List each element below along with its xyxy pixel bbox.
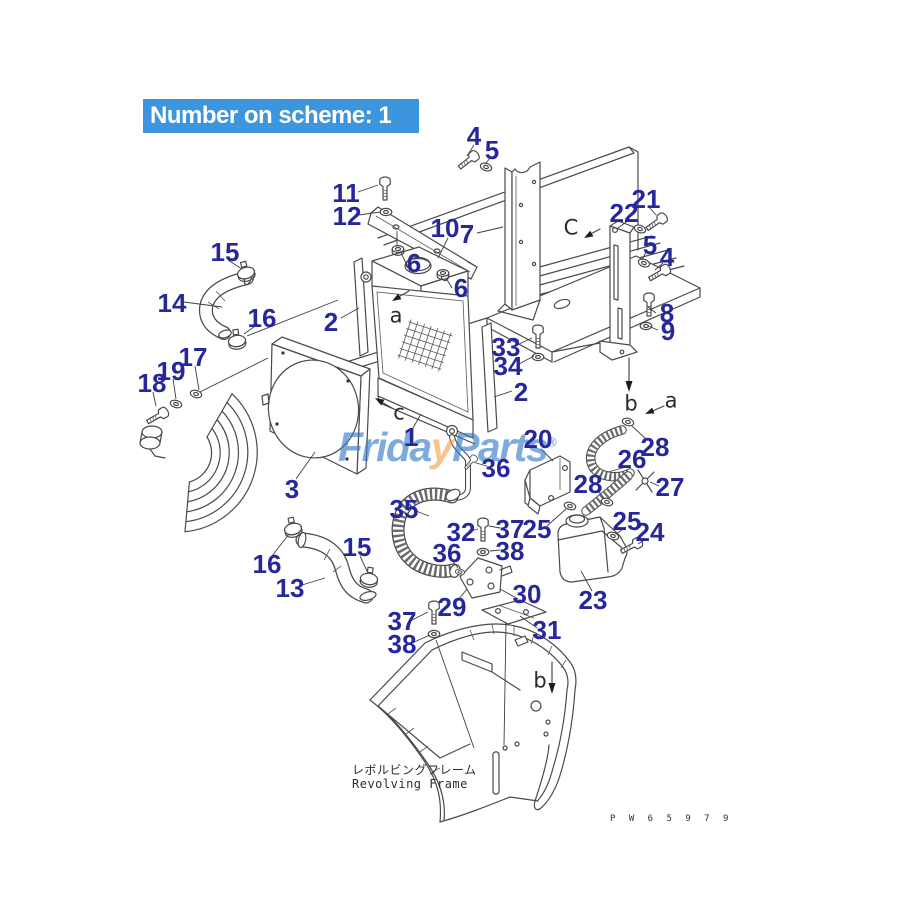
callout-22: 22: [609, 198, 639, 228]
callout-37: 37: [387, 606, 417, 636]
leader-lines: [152, 144, 664, 749]
callout-20: 20: [523, 424, 553, 454]
view-arrows: [375, 228, 665, 694]
callout-36: 36: [481, 453, 511, 483]
callout-14: 14: [157, 288, 187, 318]
callout-28: 28: [640, 432, 670, 462]
scheme-number-text: Number on scheme: 1: [150, 102, 392, 129]
callout-37: 37: [495, 514, 525, 544]
callout-19: 19: [156, 356, 186, 386]
scheme-number-banner: Number on scheme: 1: [143, 99, 419, 133]
callout-15: 15: [342, 532, 372, 562]
callout-34: 34: [493, 351, 523, 381]
callout-9: 9: [660, 316, 676, 346]
reserve-hose-drawing: [391, 434, 471, 578]
callout-31: 31: [532, 615, 562, 645]
frame-caption-en: Revolving Frame: [352, 777, 468, 791]
callout-21: 21: [631, 184, 661, 214]
radiator-drawing: [353, 246, 498, 445]
callout-6: 6: [406, 248, 422, 278]
tank-bracket-drawing: [524, 455, 571, 515]
callout-7: 7: [459, 219, 475, 249]
callout-2: 2: [323, 307, 339, 337]
side-bracket-drawing: [599, 220, 638, 361]
mount-bracket-drawing: [459, 557, 547, 625]
callout-11: 11: [332, 178, 360, 208]
callout-3: 3: [284, 474, 300, 504]
fan-guard-drawing: [139, 393, 258, 533]
frame-caption-jp: レボルビングフレーム: [352, 763, 477, 777]
callout-38: 38: [495, 536, 525, 566]
fan-shroud-drawing: [261, 336, 371, 475]
callout-5: 5: [484, 135, 500, 165]
callout-24: 24: [635, 517, 665, 547]
callout-6: 6: [453, 273, 469, 303]
callout-16: 16: [252, 549, 282, 579]
callout-33: 33: [491, 332, 521, 362]
callout-1: 1: [403, 422, 419, 452]
callout-8: 8: [659, 298, 675, 328]
callout-26: 26: [617, 444, 647, 474]
callout-2: 2: [513, 377, 529, 407]
callout-10: 10: [430, 213, 460, 243]
radiator-post-drawing: [497, 161, 541, 321]
callout-13: 13: [275, 573, 305, 603]
callout-32: 32: [446, 517, 476, 547]
callout-15: 15: [210, 237, 240, 267]
callout-28: 28: [573, 469, 603, 499]
corrugated-hose-drawing: [581, 425, 655, 516]
view-letter-c: c: [393, 400, 405, 425]
lower-hose-drawing: [295, 531, 377, 604]
view-letter-C: C: [563, 215, 579, 240]
callout-23: 23: [578, 585, 608, 615]
callout-27: 27: [655, 472, 685, 502]
callout-12: 12: [332, 201, 362, 231]
callout-25: 25: [612, 506, 642, 536]
view-letter-a: a: [389, 303, 403, 328]
callout-36: 36: [432, 538, 462, 568]
callout-35: 35: [389, 494, 419, 524]
callout-4: 4: [466, 121, 482, 151]
top-plate-drawing: [367, 206, 478, 280]
frame-caption: レボルビングフレーム Revolving Frame: [352, 763, 477, 791]
callout-25: 25: [522, 514, 552, 544]
view-letter-b: b: [624, 391, 638, 416]
callout-5: 5: [642, 230, 658, 260]
view-letter-a: a: [664, 388, 678, 413]
drawing-code: P W 6 5 9 7 9: [610, 814, 733, 824]
callout-17: 17: [178, 342, 208, 372]
callout-38: 38: [387, 629, 417, 659]
callout-16: 16: [247, 303, 277, 333]
callout-30: 30: [512, 579, 542, 609]
revolving-frame-drawing: [369, 623, 577, 823]
callout-4: 4: [659, 242, 675, 272]
view-letter-b: b: [533, 668, 547, 693]
callout-18: 18: [137, 368, 167, 398]
callout-29: 29: [437, 592, 467, 622]
